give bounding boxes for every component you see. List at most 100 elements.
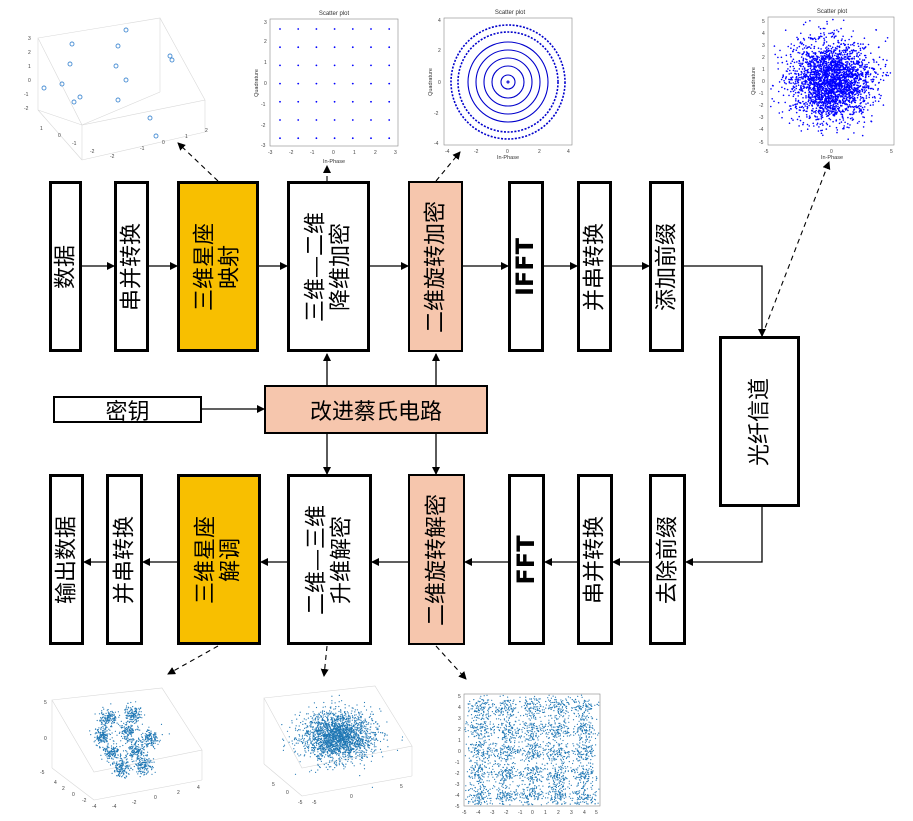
sample-point xyxy=(311,740,314,742)
sample-point xyxy=(329,712,332,714)
sample-point xyxy=(825,128,828,130)
sample-point xyxy=(128,733,130,735)
sample-point xyxy=(342,753,344,755)
sample-point xyxy=(838,86,841,88)
sample-point xyxy=(813,92,815,95)
sample-point xyxy=(868,94,871,96)
sample-point xyxy=(825,60,827,63)
remove-prefix-label: 去除前缀 xyxy=(654,515,680,604)
sample-point xyxy=(826,51,829,53)
sample-point xyxy=(125,724,127,726)
sample-point xyxy=(145,740,147,742)
sample-point xyxy=(825,88,827,91)
constellation-point xyxy=(351,119,354,121)
sample-point xyxy=(135,752,137,754)
sample-point xyxy=(93,741,95,743)
sample-point xyxy=(823,52,826,55)
sample-point xyxy=(349,727,351,729)
sample-point xyxy=(158,741,161,743)
sample-point xyxy=(814,110,816,113)
sample-point xyxy=(146,730,148,732)
sample-point xyxy=(860,70,862,73)
sample-point xyxy=(877,89,879,91)
sample-point xyxy=(863,59,866,61)
sample-point xyxy=(878,81,880,84)
sample-point xyxy=(818,56,820,59)
sample-point xyxy=(856,61,858,64)
sample-point xyxy=(115,764,117,767)
sample-point xyxy=(367,723,369,725)
sample-point xyxy=(136,771,138,773)
x-tick: -3 xyxy=(268,150,273,156)
constellation-point xyxy=(113,63,119,69)
sample-point xyxy=(130,701,132,704)
sample-point xyxy=(107,719,109,721)
sample-point xyxy=(341,718,343,720)
sample-point xyxy=(853,73,856,76)
sample-point xyxy=(131,743,133,746)
sample-point xyxy=(849,117,852,120)
sample-point xyxy=(311,728,314,730)
sample-point xyxy=(818,94,820,96)
constellation-point xyxy=(388,82,391,85)
sample-point xyxy=(835,106,837,108)
sample-point xyxy=(125,767,127,769)
sample-point xyxy=(126,732,128,734)
sample-point xyxy=(798,59,800,62)
y-tick: -4 xyxy=(434,141,439,147)
sample-point xyxy=(358,727,361,729)
sample-point xyxy=(130,727,132,729)
sample-point xyxy=(854,50,856,52)
sample-point xyxy=(310,725,312,727)
sample-point xyxy=(343,752,345,754)
sample-point xyxy=(327,720,329,722)
sample-point xyxy=(878,56,881,58)
sample-point xyxy=(126,761,128,763)
sample-point xyxy=(111,772,113,774)
sample-point xyxy=(826,49,828,51)
sample-point xyxy=(317,757,319,760)
sample-point xyxy=(817,96,819,99)
sample-point xyxy=(813,74,816,76)
sample-point xyxy=(112,758,114,760)
sample-point xyxy=(842,82,845,84)
sample-point xyxy=(800,89,802,92)
sample-point xyxy=(146,738,148,740)
sample-point xyxy=(854,66,857,68)
sample-point xyxy=(141,741,143,743)
sample-point xyxy=(131,741,133,743)
sample-point xyxy=(809,56,812,58)
sample-point xyxy=(141,746,143,748)
sample-point xyxy=(855,111,857,113)
y-tick: -5 xyxy=(759,140,764,146)
sample-point xyxy=(791,79,793,81)
sample-point xyxy=(96,737,98,739)
sample-point xyxy=(105,734,107,737)
sample-point xyxy=(792,119,794,121)
sample-point xyxy=(130,712,132,714)
sample-point xyxy=(329,714,331,716)
sample-point xyxy=(838,109,840,112)
sample-point xyxy=(126,730,128,733)
sample-point xyxy=(843,81,846,83)
sample-point xyxy=(106,745,108,747)
sample-point xyxy=(822,124,824,126)
sample-point xyxy=(130,767,132,769)
sample-point xyxy=(848,74,850,77)
sample-point xyxy=(850,60,853,63)
sample-point xyxy=(790,43,793,45)
sample-point xyxy=(853,56,856,58)
sample-point xyxy=(821,55,824,57)
sample-point xyxy=(804,105,806,107)
sample-point xyxy=(826,123,829,126)
sample-point xyxy=(114,716,116,718)
sample-point xyxy=(839,74,841,77)
sample-point xyxy=(841,71,843,74)
sample-point xyxy=(154,738,156,740)
sample-point xyxy=(850,96,853,99)
sample-point xyxy=(146,772,148,774)
sample-point xyxy=(114,750,116,752)
sample-point xyxy=(137,755,139,757)
sample-point xyxy=(867,72,870,74)
sample-point xyxy=(119,731,121,733)
